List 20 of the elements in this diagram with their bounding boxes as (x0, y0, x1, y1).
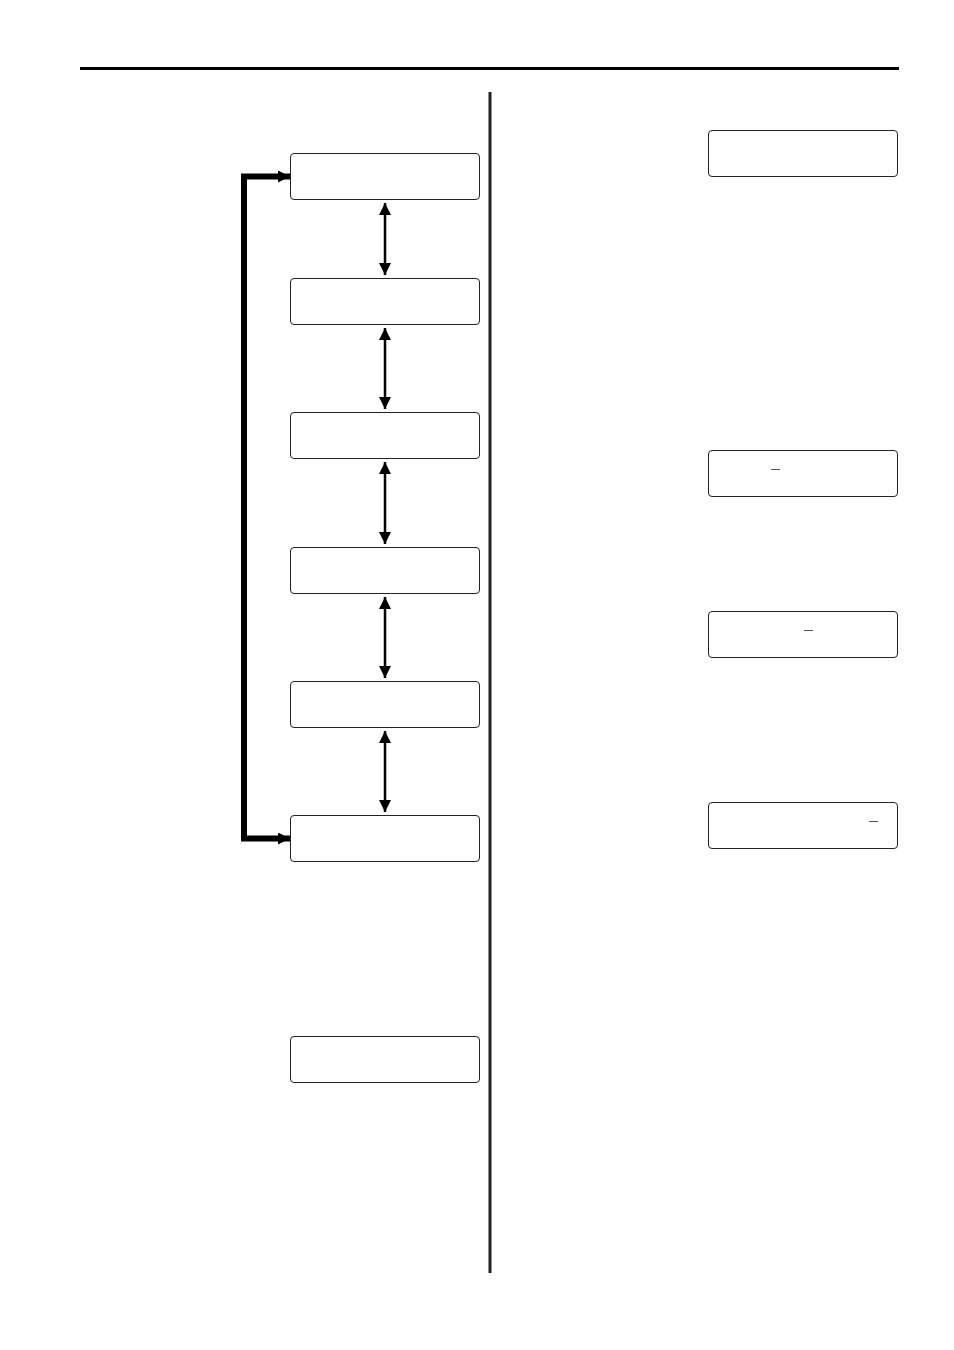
arrow (379, 597, 391, 678)
display-box (290, 278, 480, 325)
display-box (290, 681, 480, 728)
display-box (290, 412, 480, 459)
arrow (379, 731, 391, 812)
display-box (290, 547, 480, 594)
display-box (290, 815, 480, 862)
display-box (708, 450, 898, 497)
cursor-mark: _ (771, 457, 780, 472)
arrow (379, 328, 391, 409)
display-box (708, 611, 898, 658)
arrow (241, 170, 290, 845)
cursor-mark: _ (869, 809, 878, 824)
display-box (290, 1036, 480, 1083)
display-box (708, 130, 898, 177)
cursor-mark: _ (804, 618, 813, 633)
arrow (379, 462, 391, 544)
display-box (708, 802, 898, 849)
arrow (379, 203, 391, 275)
display-box (290, 153, 480, 200)
